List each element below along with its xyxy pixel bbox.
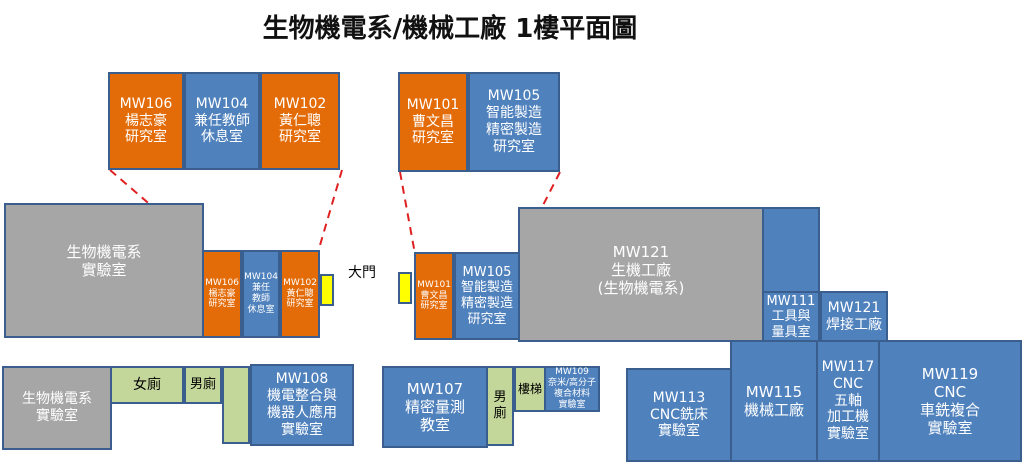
- room-bme-lab-upper[interactable]: 生物機電系 實驗室: [4, 203, 204, 338]
- room-mw121-factory[interactable]: MW121 生機工廠 (生物機電系): [518, 207, 764, 342]
- room-mw115[interactable]: MW115 機械工廠: [730, 340, 818, 462]
- room-men-restroom-right[interactable]: 男 廁: [486, 366, 514, 446]
- zoom-room-mw104[interactable]: MW104 兼任教師 休息室: [184, 72, 260, 170]
- room-upper-blue-block: [762, 207, 820, 293]
- main-door-left-marker: [320, 274, 334, 306]
- room-mw105[interactable]: MW105 智能製造 精密製造 研究室: [454, 252, 520, 340]
- room-mw117[interactable]: MW117 CNC 五軸 加工機 實驗室: [816, 340, 880, 462]
- page-title: 生物機電系/機械工廠 1樓平面圖: [262, 14, 638, 44]
- room-mw109[interactable]: MW109 奈米/高分子 複合材料 實驗室: [544, 366, 600, 412]
- room-mw101[interactable]: MW101 曹文昌 研究室: [414, 252, 454, 340]
- stairs[interactable]: 樓梯: [514, 366, 546, 412]
- room-mw107[interactable]: MW107 精密量測 教室: [382, 366, 488, 448]
- room-mw111[interactable]: MW111 工具與 量具室: [762, 291, 820, 343]
- room-mw108[interactable]: MW108 機電整合與 機器人應用 實驗室: [250, 364, 354, 446]
- room-bme-lab-lower[interactable]: 生物機電系 實驗室: [2, 366, 112, 450]
- room-men-restroom-left[interactable]: 男廁: [184, 366, 222, 404]
- room-mw106[interactable]: MW106 楊志豪 研究室: [202, 250, 242, 338]
- room-mw121-weld[interactable]: MW121 焊接工廠: [820, 291, 888, 343]
- room-mw102[interactable]: MW102 黃仁聰 研究室: [280, 250, 320, 338]
- zoom-room-mw105[interactable]: MW105 智能製造 精密製造 研究室: [468, 72, 560, 172]
- zoom-room-mw106[interactable]: MW106 楊志豪 研究室: [108, 72, 184, 170]
- zoom-room-mw101[interactable]: MW101 曹文昌 研究室: [398, 72, 468, 172]
- main-door-right-marker: [398, 272, 412, 304]
- room-mw113[interactable]: MW113 CNC銑床 實驗室: [626, 368, 732, 462]
- zoom-room-mw102[interactable]: MW102 黃仁聰 研究室: [260, 72, 340, 170]
- main-door-label: 大門: [348, 265, 376, 281]
- room-mw119[interactable]: MW119 CNC 車銑複合 實驗室: [878, 340, 1022, 462]
- room-corridor-green: [222, 366, 250, 444]
- room-mw104[interactable]: MW104 兼任 教師 休息室: [242, 250, 280, 338]
- room-women-restroom[interactable]: 女廁: [110, 366, 184, 404]
